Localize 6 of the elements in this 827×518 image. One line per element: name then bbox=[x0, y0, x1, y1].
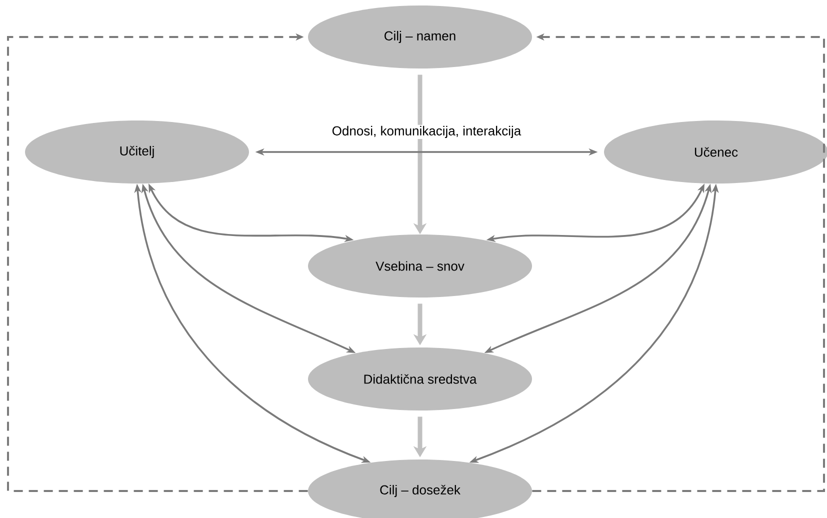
arrow bbox=[7, 33, 308, 492]
ellipse-node: Vsebina – snov bbox=[308, 234, 532, 298]
ellipse-node: Didaktična sredstva bbox=[308, 348, 532, 410]
ellipse-node: Učitelj bbox=[25, 120, 249, 184]
edge-label: Odnosi, komunikacija, interakcija bbox=[330, 124, 522, 140]
ellipse-node: Cilj – namen bbox=[308, 6, 532, 68]
